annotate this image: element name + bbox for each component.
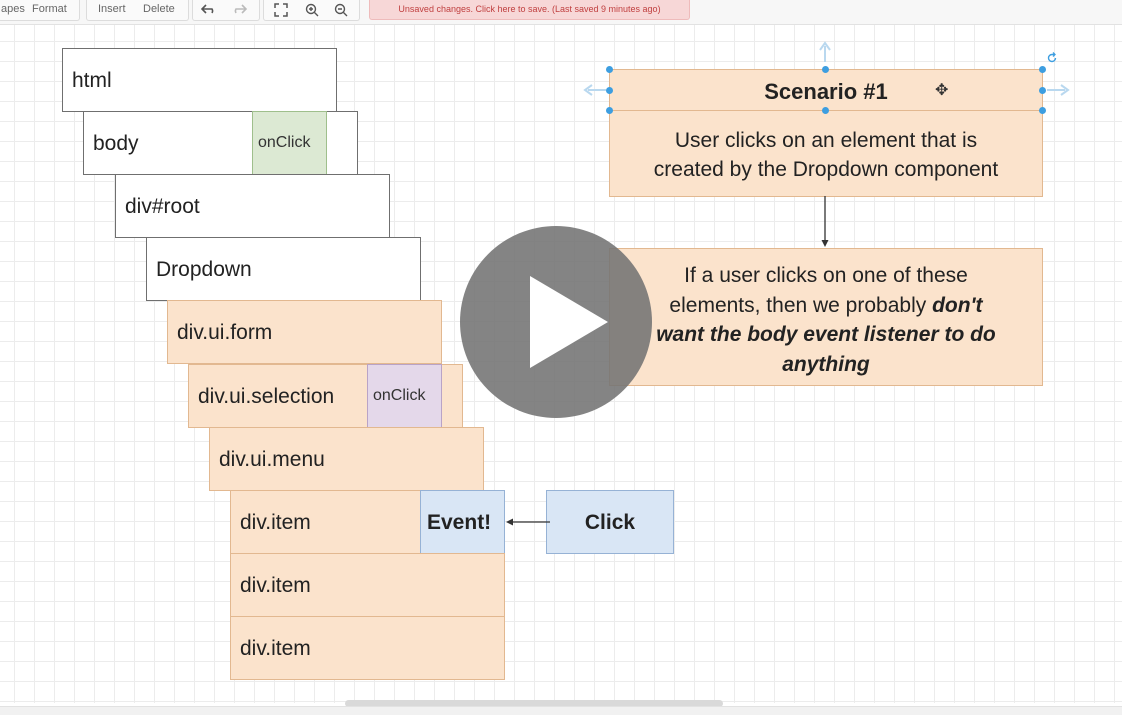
- undo-icon[interactable]: [199, 0, 219, 20]
- root-box[interactable]: div#root: [115, 174, 390, 238]
- scenario-line-1: User clicks on an element that is: [674, 129, 978, 152]
- scenario-result: If a user clicks on one of these element…: [610, 261, 1042, 379]
- item-label-3: div.item: [240, 637, 311, 660]
- connect-up-arrow-icon[interactable]: [817, 40, 833, 64]
- scenario-title: Scenario #1: [764, 79, 888, 104]
- click-arrow: [506, 518, 550, 526]
- video-play-button[interactable]: [460, 226, 652, 418]
- page-tabs-bar: [0, 706, 1122, 715]
- body-onclick-label: onClick: [258, 134, 311, 151]
- zoom-in-icon[interactable]: [302, 0, 322, 20]
- scenario-arrow: [821, 196, 829, 247]
- toolbar: apes Format Insert Delete Unsaved change…: [0, 0, 1122, 25]
- view-group: [263, 0, 360, 21]
- root-label: div#root: [125, 195, 200, 218]
- dropdown-box[interactable]: Dropdown: [146, 237, 421, 301]
- resize-handle-r[interactable]: [1039, 87, 1046, 94]
- fullscreen-icon[interactable]: [271, 0, 291, 20]
- click-box[interactable]: Click: [546, 490, 674, 554]
- item-box-3[interactable]: div.item: [230, 616, 505, 680]
- form-label: div.ui.form: [177, 321, 273, 344]
- resize-handle-t[interactable]: [822, 66, 829, 73]
- rotate-icon[interactable]: [1045, 51, 1059, 65]
- click-label: Click: [584, 511, 636, 534]
- delete-button[interactable]: Delete: [143, 3, 175, 15]
- resize-handle-tl[interactable]: [606, 66, 613, 73]
- scenario-result-box[interactable]: If a user clicks on one of these element…: [609, 248, 1043, 386]
- scenario-description-box[interactable]: User clicks on an element that is create…: [609, 110, 1043, 197]
- shapes-menu[interactable]: apes: [1, 3, 25, 15]
- item-label-2: div.item: [240, 574, 311, 597]
- result-line-3: want the body event listener to do: [656, 323, 996, 346]
- result-line-1: If a user clicks on one of these: [684, 264, 968, 287]
- resize-handle-b[interactable]: [822, 107, 829, 114]
- scenario-line-2: created by the Dropdown component: [653, 158, 999, 181]
- play-icon: [530, 276, 608, 368]
- connect-right-arrow-icon[interactable]: [1045, 82, 1071, 98]
- scenario-title-box[interactable]: Scenario #1 ✥: [609, 69, 1043, 111]
- resize-handle-br[interactable]: [1039, 107, 1046, 114]
- insert-menu[interactable]: Insert: [98, 3, 126, 15]
- edit-group: Insert Delete: [86, 0, 189, 21]
- scenario-description: User clicks on an element that is create…: [610, 126, 1042, 184]
- menu-box[interactable]: div.ui.menu: [209, 427, 484, 491]
- connect-left-arrow-icon[interactable]: [582, 82, 608, 98]
- redo-icon[interactable]: [229, 0, 249, 20]
- resize-handle-l[interactable]: [606, 87, 613, 94]
- body-label: body: [93, 132, 139, 155]
- selection-label: div.ui.selection: [198, 385, 335, 408]
- selection-onclick-box[interactable]: onClick: [367, 364, 442, 428]
- history-group: [192, 0, 260, 21]
- form-box[interactable]: div.ui.form: [167, 300, 442, 364]
- body-onclick-box[interactable]: onClick: [252, 111, 327, 175]
- format-menu[interactable]: Format: [32, 3, 67, 15]
- result-line-2-text: elements, then we probably: [669, 293, 933, 317]
- event-label: Event!: [427, 511, 492, 534]
- dropdown-label: Dropdown: [156, 258, 252, 281]
- result-line-2-emphasis: don't: [932, 293, 983, 317]
- event-box[interactable]: Event!: [420, 490, 505, 554]
- html-label: html: [72, 69, 112, 92]
- move-cursor-icon: ✥: [935, 82, 949, 99]
- result-line-4: anything: [782, 352, 870, 376]
- item-label-1: div.item: [240, 511, 311, 534]
- zoom-out-icon[interactable]: [331, 0, 351, 20]
- resize-handle-bl[interactable]: [606, 107, 613, 114]
- item-box-2[interactable]: div.item: [230, 553, 505, 617]
- horizontal-scrollbar[interactable]: [345, 700, 723, 707]
- resize-handle-tr[interactable]: [1039, 66, 1046, 73]
- menu-label: div.ui.menu: [219, 448, 325, 471]
- result-line-2: elements, then we probably don't: [610, 291, 1042, 321]
- menu-group: apes Format: [0, 0, 80, 21]
- unsaved-changes-notice[interactable]: Unsaved changes. Click here to save. (La…: [369, 0, 690, 20]
- selection-onclick-label: onClick: [373, 387, 426, 404]
- html-box[interactable]: html: [62, 48, 337, 112]
